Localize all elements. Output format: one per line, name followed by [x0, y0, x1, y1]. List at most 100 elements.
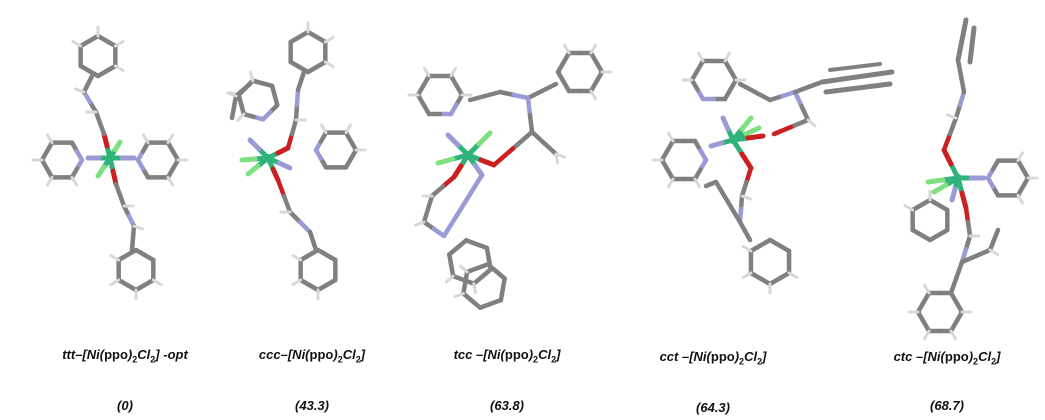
- bond: [498, 287, 506, 303]
- bond: [310, 238, 319, 253]
- bond: [963, 233, 973, 252]
- bond: [799, 103, 811, 123]
- bond: [954, 259, 965, 280]
- bond: [949, 186, 958, 203]
- bond: [348, 139, 359, 153]
- bond: [425, 193, 435, 212]
- hydrogen-bond: [563, 43, 571, 55]
- bond: [752, 89, 773, 103]
- bond: [511, 92, 531, 101]
- hydrogen-bond: [142, 133, 150, 145]
- bond: [429, 184, 446, 199]
- hydrogen-bond: [444, 274, 455, 284]
- hydrogen-bond: [226, 91, 238, 98]
- bond: [541, 140, 559, 157]
- bond: [476, 130, 493, 147]
- bond: [973, 247, 993, 259]
- energy-ttt: (0): [117, 398, 133, 413]
- bond: [955, 57, 964, 79]
- bond: [85, 73, 95, 87]
- nickel-atom: [464, 151, 472, 159]
- bond: [743, 125, 762, 137]
- label-ccc: ccc–[Ni(ppo)2Cl2]: [258, 347, 366, 365]
- energy-cct: (64.3): [696, 400, 730, 415]
- bond: [959, 190, 969, 211]
- hydrogen-bond: [946, 113, 958, 120]
- bond: [421, 206, 431, 225]
- hydrogen-bond: [291, 254, 303, 262]
- hydrogen-bond: [113, 40, 125, 48]
- bond: [298, 69, 307, 84]
- bond: [792, 84, 811, 95]
- bond: [287, 209, 303, 225]
- bond: [1020, 167, 1031, 181]
- bond: [289, 117, 299, 137]
- bond: [445, 132, 461, 148]
- bond: [925, 177, 946, 185]
- bond: [941, 147, 954, 167]
- nickel-atom: [729, 136, 737, 144]
- bond: [953, 102, 963, 121]
- hydrogen-bond: [741, 271, 753, 279]
- nickel-atom: [954, 174, 962, 182]
- bond: [771, 124, 794, 137]
- phenyl-edge: [823, 81, 893, 95]
- bond: [95, 164, 107, 179]
- energy-tcc: (63.8): [490, 398, 524, 413]
- bond: [965, 219, 973, 239]
- hydrogen-bond: [554, 152, 560, 165]
- hydrogen-bond: [151, 278, 163, 286]
- hydrogen-bond: [472, 282, 477, 295]
- bond: [739, 115, 754, 132]
- hydrogen-bond: [923, 283, 931, 295]
- bond: [594, 60, 605, 75]
- hydrogen-bond: [453, 292, 465, 299]
- hydrogen-bond: [414, 220, 426, 227]
- bond: [239, 156, 258, 163]
- bond: [739, 151, 754, 171]
- phenyl-edge: [828, 62, 882, 72]
- label-cct: cct –[Ni(ppo)2Cl2]: [659, 349, 767, 367]
- hydrogen-bond: [109, 278, 121, 286]
- bond: [698, 148, 709, 163]
- bond: [129, 235, 136, 253]
- hydrogen-bond: [693, 177, 701, 189]
- bond: [527, 112, 535, 135]
- bond: [441, 203, 466, 239]
- hydrogen-bond: [903, 204, 915, 212]
- bond: [931, 182, 949, 195]
- bond: [297, 219, 313, 235]
- bond: [742, 228, 753, 243]
- bond: [963, 205, 971, 225]
- hydrogen-bond: [988, 248, 1000, 256]
- label-ttt: ttt–[Ni(ppo)2Cl2] -opt: [62, 347, 188, 365]
- bond: [941, 131, 953, 153]
- bond: [947, 115, 959, 137]
- hydrogen-bond: [132, 224, 144, 231]
- phenyl-edge: [955, 17, 969, 63]
- bond: [112, 139, 123, 153]
- hydrogen-bond: [323, 60, 335, 68]
- bond: [491, 146, 516, 168]
- hydrogen-bond: [248, 70, 255, 83]
- hydrogen-bond: [458, 264, 469, 274]
- bond: [467, 93, 488, 103]
- hydrogen-bond: [320, 123, 328, 135]
- bond: [991, 227, 1001, 243]
- hydrogen-bond: [46, 133, 54, 145]
- bond: [497, 89, 517, 98]
- bond: [482, 89, 503, 99]
- hydrogen-bond: [46, 175, 54, 187]
- nickel-atom: [264, 154, 272, 162]
- bond: [281, 193, 293, 215]
- bond: [245, 163, 261, 177]
- bond: [539, 81, 559, 94]
- hydrogen-bond: [166, 133, 174, 145]
- hydrogen-bond: [1016, 151, 1024, 163]
- bond: [275, 177, 287, 199]
- bond: [293, 102, 300, 123]
- bond: [74, 149, 85, 163]
- bond: [435, 156, 456, 166]
